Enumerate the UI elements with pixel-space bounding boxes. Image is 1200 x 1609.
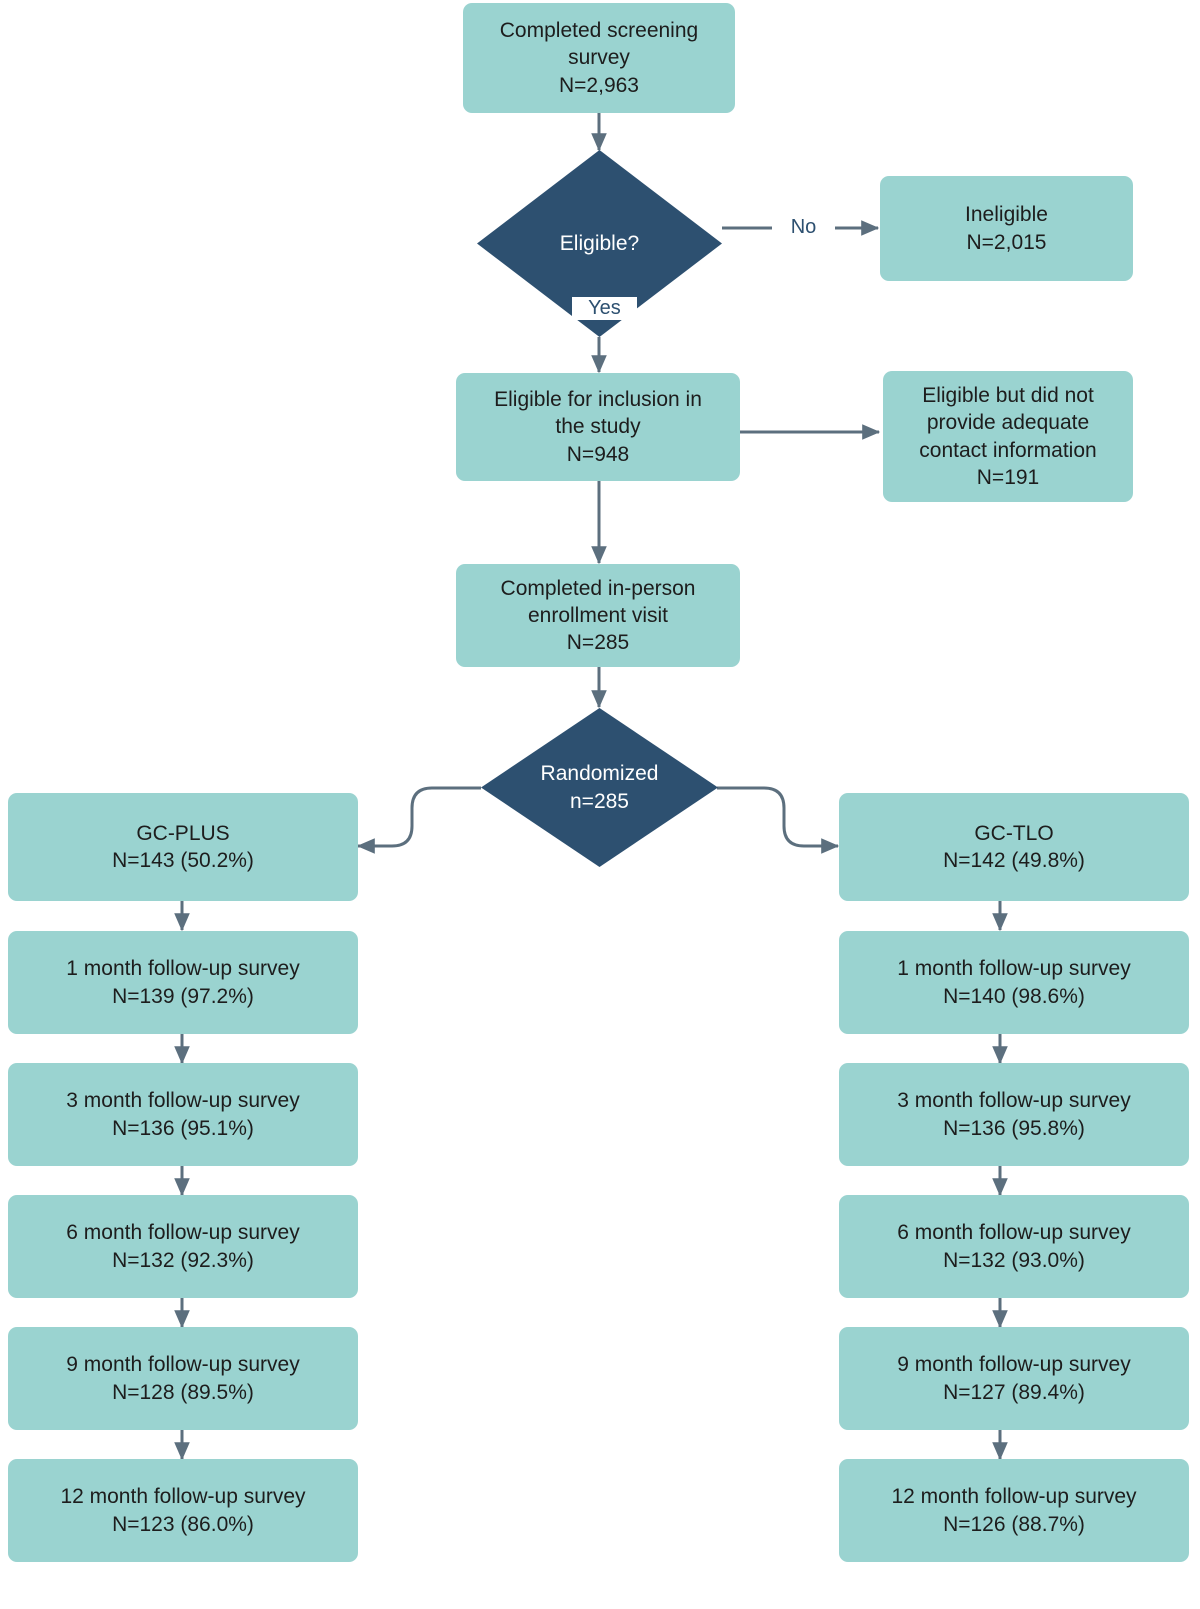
edge-label-yes: Yes [572, 297, 637, 320]
node-eligible-for-inclusion: Eligible for inclusion in the study N=94… [456, 373, 740, 481]
node-no-adequate-contact-info: Eligible but did not provide adequate co… [883, 371, 1133, 502]
node-randomized-decision: Randomized n=285 [481, 708, 718, 867]
node-completed-screening-survey: Completed screening survey N=2,963 [463, 3, 735, 113]
node-gc-tlo-followup-12month: 12 month follow-up survey N=126 (88.7%) [839, 1459, 1189, 1562]
node-ineligible: Ineligible N=2,015 [880, 176, 1133, 281]
node-gc-plus-followup-1month: 1 month follow-up survey N=139 (97.2%) [8, 931, 358, 1034]
node-gc-plus-followup-3month: 3 month follow-up survey N=136 (95.1%) [8, 1063, 358, 1166]
edge-randomized-to-gctlo [717, 786, 840, 854]
node-gc-tlo-followup-9month: 9 month follow-up survey N=127 (89.4%) [839, 1327, 1189, 1430]
edge-label-no: No [772, 216, 835, 239]
node-gc-tlo-followup-6month: 6 month follow-up survey N=132 (93.0%) [839, 1195, 1189, 1298]
node-randomized-label: Randomized n=285 [540, 762, 659, 813]
node-gc-tlo-followup-3month: 3 month follow-up survey N=136 (95.8%) [839, 1063, 1189, 1166]
edge-randomized-to-gcplus [356, 786, 481, 854]
node-arm-gc-plus: GC-PLUS N=143 (50.2%) [8, 793, 358, 901]
node-gc-plus-followup-6month: 6 month follow-up survey N=132 (92.3%) [8, 1195, 358, 1298]
node-gc-plus-followup-12month: 12 month follow-up survey N=123 (86.0%) [8, 1459, 358, 1562]
node-gc-plus-followup-9month: 9 month follow-up survey N=128 (89.5%) [8, 1327, 358, 1430]
node-arm-gc-tlo: GC-TLO N=142 (49.8%) [839, 793, 1189, 901]
node-gc-tlo-followup-1month: 1 month follow-up survey N=140 (98.6%) [839, 931, 1189, 1034]
node-eligible-decision-label: Eligible? [559, 231, 640, 255]
node-completed-enrollment-visit: Completed in-person enrollment visit N=2… [456, 564, 740, 667]
